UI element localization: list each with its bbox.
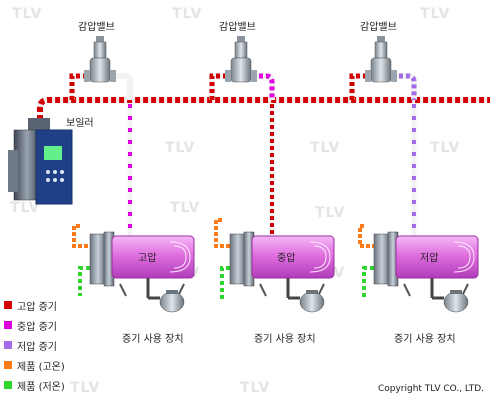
watermark: TLV xyxy=(170,200,201,216)
boiler-label: 보일러 xyxy=(66,118,94,129)
valve-label: 감압밸브 xyxy=(360,22,397,33)
legend-item: 고압 증기 xyxy=(4,295,65,315)
watermark: TLV xyxy=(10,200,41,216)
equipment-3 xyxy=(358,224,479,313)
equipment-caption: 증기 사용 장치 xyxy=(122,334,184,345)
tank-label-high: 고압 xyxy=(138,253,157,264)
watermark: TLV xyxy=(240,380,271,396)
copyright: Copyright TLV CO., LTD. xyxy=(377,384,484,394)
legend-swatch xyxy=(4,301,12,309)
watermark: TLV xyxy=(430,140,461,156)
equipment-caption: 증기 사용 장치 xyxy=(394,334,456,345)
legend: 고압 증기 중압 증기 저압 증기 제품 (고온) 제품 (저온) xyxy=(4,295,65,395)
legend-label: 고압 증기 xyxy=(17,301,57,313)
valve-loops xyxy=(69,73,368,100)
boiler xyxy=(8,118,73,205)
pressure-reducing-valve-3 xyxy=(365,36,397,83)
valve-label: 감압밸브 xyxy=(219,22,256,33)
legend-label: 제품 (고온) xyxy=(17,361,65,373)
pressure-reducing-valve-1 xyxy=(84,36,116,83)
legend-swatch xyxy=(4,361,12,369)
watermark: TLV xyxy=(310,140,341,156)
legend-swatch xyxy=(4,341,12,349)
legend-item: 중압 증기 xyxy=(4,315,65,335)
equipment-caption: 증기 사용 장치 xyxy=(254,334,316,345)
valve-label: 감압밸브 xyxy=(78,22,115,33)
legend-item: 제품 (저온) xyxy=(4,375,65,395)
legend-item: 제품 (고온) xyxy=(4,355,65,375)
watermark: TLV xyxy=(315,205,346,221)
watermark: TLV xyxy=(12,6,43,22)
equipment-1 xyxy=(72,224,195,313)
watermark: TLV xyxy=(420,6,451,22)
tank-label-medium: 중압 xyxy=(277,253,296,264)
legend-label: 저압 증기 xyxy=(17,341,57,353)
watermark: TLV xyxy=(165,140,196,156)
watermark: TLV xyxy=(70,380,101,396)
legend-swatch xyxy=(4,321,12,329)
equipment-2 xyxy=(214,218,335,313)
main-steam-header xyxy=(36,96,490,128)
tank-label-low: 저압 xyxy=(420,253,439,264)
legend-item: 저압 증기 xyxy=(4,335,65,355)
legend-label: 중압 증기 xyxy=(17,321,57,333)
legend-swatch xyxy=(4,381,12,389)
pressure-reducing-valve-2 xyxy=(225,36,257,83)
legend-label: 제품 (저온) xyxy=(17,381,65,393)
watermark: TLV xyxy=(172,6,203,22)
